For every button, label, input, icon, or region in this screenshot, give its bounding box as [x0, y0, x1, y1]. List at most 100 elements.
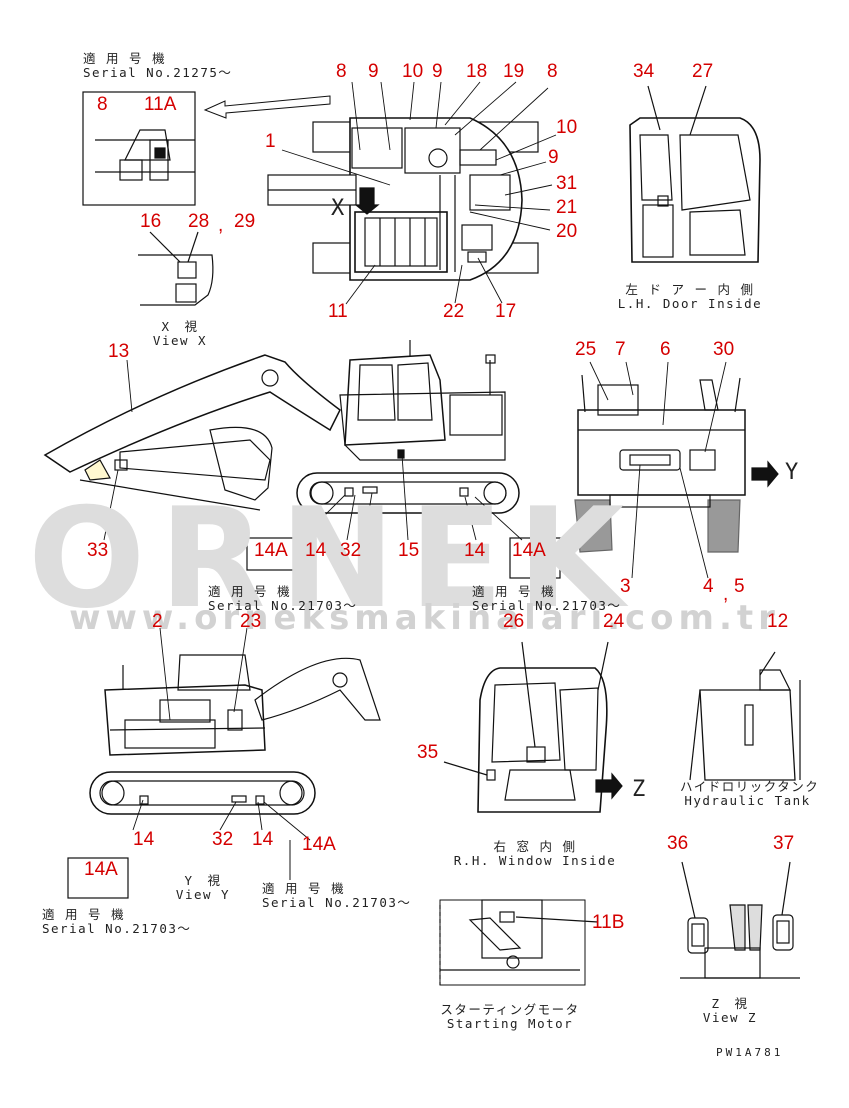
leader-lines-mid — [103, 359, 523, 541]
caption-view-x: X 視 View X — [145, 319, 215, 349]
callout-14: 14 — [252, 829, 274, 850]
caption-view-x-en: View X — [152, 333, 208, 349]
caption-serial-mid-right: 適 用 号 機 Serial No.21703～ — [472, 584, 622, 614]
callout-11a: 11A — [144, 94, 177, 115]
callout-21: 21 — [556, 197, 578, 218]
leader-lines-rear — [589, 361, 727, 579]
caption-serial-low-left-en: Serial No.21703～ — [42, 921, 192, 937]
caption-view-z: Z 視 View Z — [700, 996, 760, 1026]
callout-23: 23 — [240, 611, 262, 632]
view-letter-z: Z — [632, 777, 646, 802]
caption-serial-mid-left-en: Serial No.21703～ — [208, 598, 358, 614]
excavator-rear-view — [574, 374, 779, 553]
callout-10: 10 — [402, 61, 424, 82]
caption-serial-top-en: Serial No.21275～ — [83, 65, 233, 81]
callout-5: 5 — [734, 576, 745, 597]
caption-serial-top-jp: 適 用 号 機 — [83, 51, 167, 66]
callout-25: 25 — [575, 339, 597, 360]
callout-13: 13 — [108, 341, 130, 362]
caption-serial-top: 適 用 号 機 Serial No.21275～ — [83, 51, 233, 81]
caption-serial-low-right-en: Serial No.21703～ — [262, 895, 412, 911]
caption-rh-window: 右 窓 内 側 R.H. Window Inside — [450, 839, 620, 869]
caption-view-z-jp: Z 視 — [711, 996, 749, 1011]
caption-view-z-en: View Z — [702, 1010, 758, 1026]
callout-11: 11 — [328, 301, 348, 322]
caption-serial-mid-right-en: Serial No.21703～ — [472, 598, 622, 614]
callout-4: 4 — [703, 576, 714, 597]
caption-hyd-tank-jp: ハイドロリックタンク — [680, 779, 820, 794]
callout-14: 14 — [133, 829, 155, 850]
leader-lines-top — [281, 81, 557, 305]
callout-9: 9 — [368, 61, 379, 82]
callout-2: 2 — [152, 611, 163, 632]
callout-28: 28 — [188, 211, 210, 232]
caption-serial-low-left-jp: 適 用 号 機 — [42, 907, 126, 922]
callout-14a: 14A — [302, 834, 336, 855]
callout-37: 37 — [773, 833, 795, 854]
callout-14a: 14A — [254, 540, 288, 561]
drawing-code: PW1A781 — [716, 1046, 784, 1059]
caption-rh-window-jp: 右 窓 内 側 — [493, 839, 577, 854]
caption-rh-window-en: R.H. Window Inside — [453, 853, 617, 869]
watermark-url: www.orneksmakinalari.com.tr — [69, 598, 780, 638]
callout-15: 15 — [398, 540, 420, 561]
caption-starting-motor: スターティングモータ Starting Motor — [440, 1002, 580, 1032]
serial-box-lower-left — [67, 857, 129, 899]
callout-32: 32 — [212, 829, 234, 850]
caption-view-x-jp: X 視 — [161, 319, 199, 334]
callout-12: 12 — [767, 611, 789, 632]
callout-26: 26 — [503, 611, 525, 632]
caption-lh-door-jp: 左 ド ア ー 内 側 — [625, 282, 755, 297]
serial-box-mid-right — [509, 537, 561, 579]
caption-serial-mid-left-jp: 適 用 号 機 — [208, 584, 292, 599]
callout-9: 9 — [432, 61, 443, 82]
callout-1: 1 — [265, 131, 276, 152]
caption-lh-door-en: L.H. Door Inside — [617, 296, 763, 312]
view-letter-x: X — [331, 196, 345, 221]
callout-6: 6 — [660, 339, 671, 360]
view-z-detail — [680, 861, 800, 979]
callout-35: 35 — [417, 742, 439, 763]
callout-10: 10 — [556, 117, 578, 138]
callout-33: 33 — [87, 540, 109, 561]
transfer-arrow — [203, 95, 331, 119]
callout-3: 3 — [620, 576, 631, 597]
callout-14: 14 — [464, 540, 486, 561]
caption-serial-low-right-jp: 適 用 号 機 — [262, 881, 346, 896]
caption-serial-low-left: 適 用 号 機 Serial No.21703～ — [42, 907, 192, 937]
callout-14: 14 — [305, 540, 327, 561]
callout-19: 19 — [503, 61, 525, 82]
callout-27: 27 — [692, 61, 714, 82]
callout-14a: 14A — [84, 859, 118, 880]
callout-20: 20 — [556, 221, 578, 242]
hydraulic-tank-view — [689, 651, 801, 781]
caption-hyd-tank-en: Hydraulic Tank — [684, 793, 811, 809]
upper-structure-plan-view — [267, 117, 539, 281]
starting-motor-view — [439, 899, 599, 986]
callout-9: 9 — [548, 147, 559, 168]
caption-starting-motor-jp: スターティングモータ — [440, 1002, 580, 1017]
callout-32: 32 — [340, 540, 362, 561]
caption-serial-low-right: 適 用 号 機 Serial No.21703～ — [262, 881, 412, 911]
lh-door-inside-view — [629, 85, 761, 263]
caption-view-y: Y 視 View Y — [168, 873, 238, 903]
callout-34: 34 — [633, 61, 655, 82]
callout-29: 29 — [234, 211, 256, 232]
watermark-logo: ORNEK — [28, 478, 639, 639]
callout-24: 24 — [603, 611, 625, 632]
caption-starting-motor-en: Starting Motor — [446, 1016, 574, 1032]
leader-lines-lower-left — [132, 627, 311, 841]
view-letter-y: Y — [785, 460, 799, 485]
rh-window-inside-view — [443, 641, 623, 813]
caption-serial-mid-left: 適 用 号 機 Serial No.21703～ — [208, 584, 358, 614]
callout-22: 22 — [443, 301, 465, 322]
caption-hyd-tank: ハイドロリックタンク Hydraulic Tank — [680, 779, 820, 809]
callout-18: 18 — [466, 61, 488, 82]
caption-view-y-jp: Y 視 — [184, 873, 222, 888]
callout-8: 8 — [336, 61, 347, 82]
callout-31: 31 — [556, 173, 578, 194]
callout-17: 17 — [495, 301, 517, 322]
callout-7: 7 — [615, 339, 626, 360]
callout-8: 8 — [547, 61, 558, 82]
